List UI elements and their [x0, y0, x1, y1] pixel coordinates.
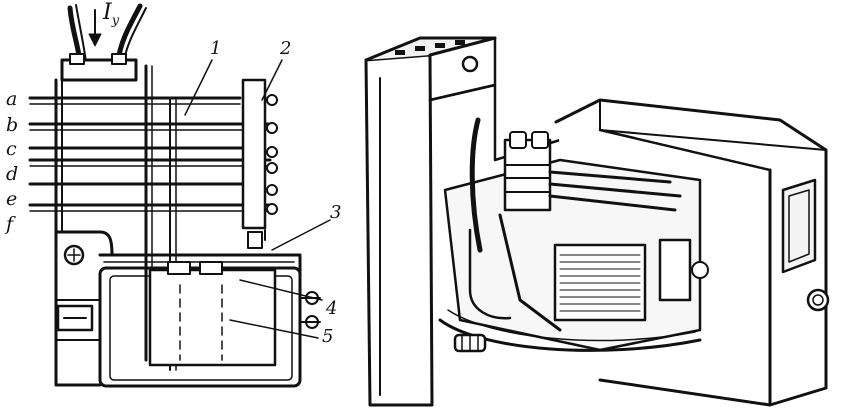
terminal-label-b: b: [6, 114, 19, 136]
terminal-label-c: c: [6, 138, 17, 160]
part-number-1: 1: [210, 38, 222, 59]
isometric-relay: [364, 36, 830, 407]
terminal-label-e: e: [6, 188, 18, 210]
terminal-label-f: f: [6, 213, 14, 235]
part-number-3: 3: [330, 202, 342, 223]
part-number-4: 4: [326, 298, 338, 319]
terminal-label-d: d: [6, 163, 19, 185]
part-number-5: 5: [322, 326, 334, 347]
schematic-relay: [28, 3, 331, 388]
part-number-2: 2: [280, 38, 292, 59]
current-label: Iy: [103, 0, 120, 29]
terminal-label-a: a: [6, 88, 18, 110]
